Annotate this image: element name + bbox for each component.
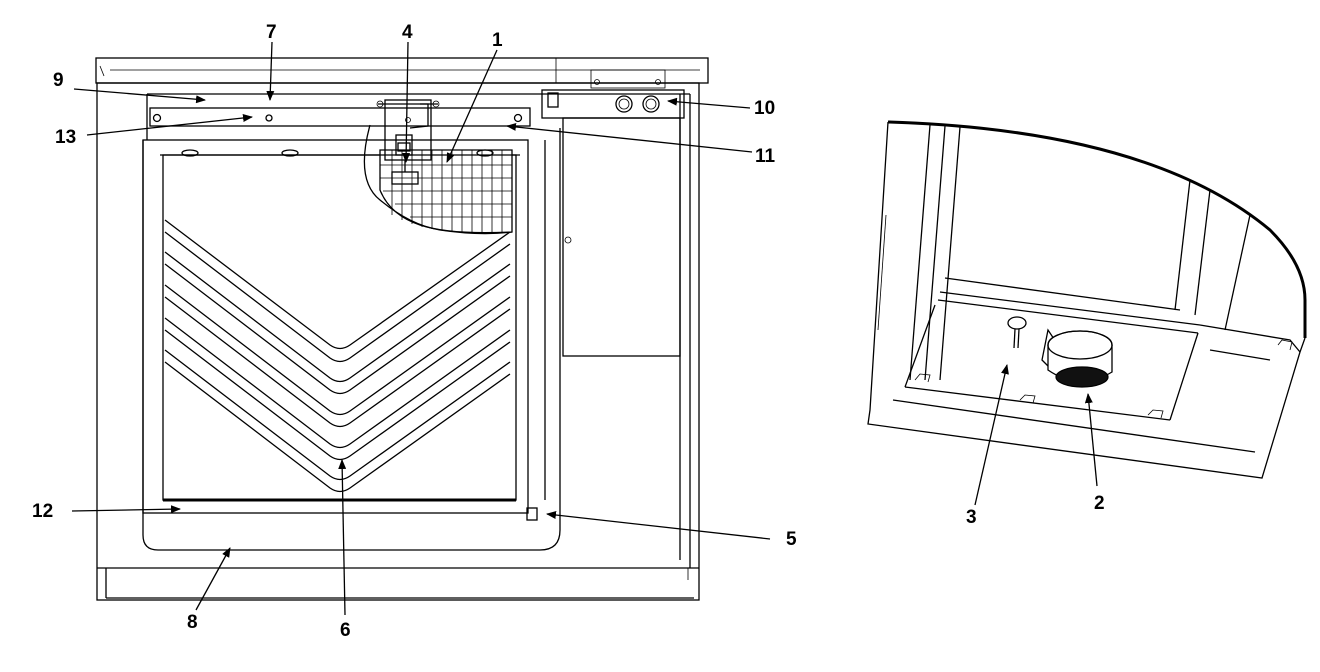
- callout-10: 10: [754, 98, 775, 119]
- evaporator-grid: [379, 149, 513, 234]
- callout-labels: 1 4 7 9 13 10 11 12 5 8 6 3 2: [32, 22, 1105, 641]
- callout-2: 2: [1094, 493, 1105, 514]
- callout-5: 5: [786, 529, 797, 550]
- callout-8: 8: [187, 612, 198, 633]
- callout-13: 13: [55, 127, 76, 148]
- callout-9: 9: [53, 70, 64, 91]
- front-view-drawing: [95, 57, 709, 601]
- screw: [1007, 316, 1027, 349]
- callout-7: 7: [266, 22, 277, 43]
- leader-lines: [71, 41, 1098, 616]
- curtain-chevrons: [164, 219, 511, 493]
- callout-4: 4: [402, 22, 413, 43]
- callout-1: 1: [492, 30, 503, 51]
- callout-12: 12: [32, 501, 53, 522]
- drain-fitting: [1041, 328, 1113, 388]
- callout-11: 11: [755, 146, 776, 167]
- callout-3: 3: [966, 507, 977, 528]
- drain-detail-drawing: [867, 120, 1307, 479]
- callout-6: 6: [340, 620, 351, 641]
